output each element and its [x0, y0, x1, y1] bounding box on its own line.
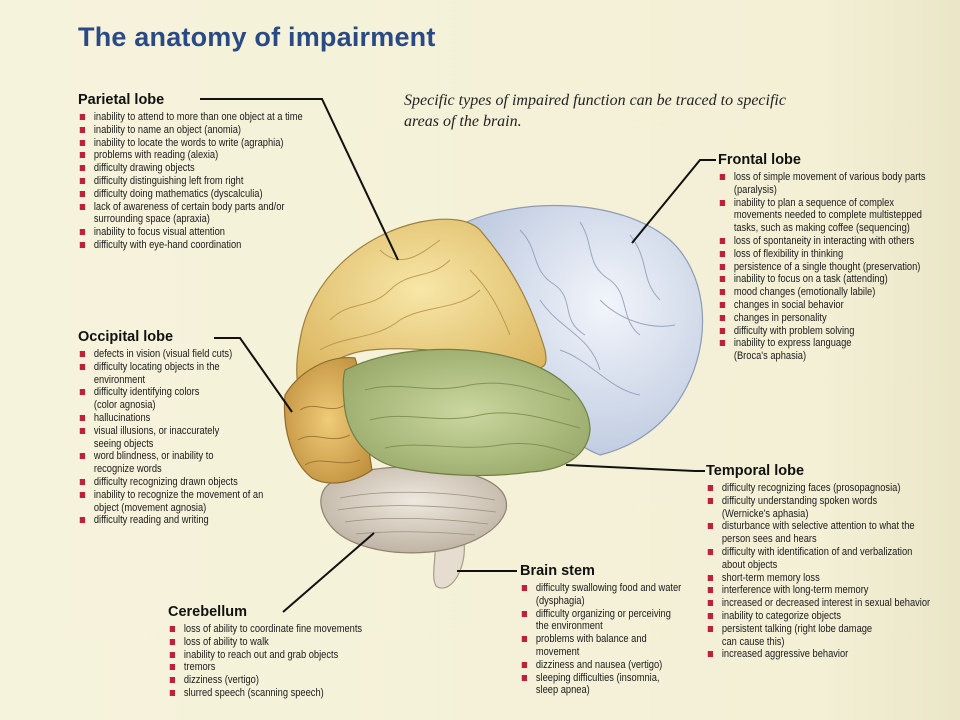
frontal-item: (Broca's aphasia) [733, 350, 807, 363]
frontal-item: persistence of a single thought (preserv… [718, 261, 960, 274]
frontal-item: loss of simple movement of various body … [718, 171, 960, 184]
frontal-item: inability to plan a sequence of complex [718, 197, 960, 210]
temporal-lobe-list: difficulty recognizing faces (prosopagno… [706, 482, 960, 661]
temporal-item: disturbance with selective attention to … [706, 520, 960, 533]
cerebellum-item: loss of ability to coordinate fine movem… [168, 623, 403, 636]
frontal-item: movements needed to complete multisteppe… [733, 209, 922, 222]
frontal-item: tasks, such as making coffee (sequencing… [733, 222, 910, 235]
brain-stem-heading: Brain stem [520, 563, 595, 579]
parietal-item: lack of awareness of certain body parts … [78, 201, 348, 214]
occipital-item: difficulty recognizing drawn objects [78, 476, 303, 489]
occipital-item: (color agnosia) [93, 399, 156, 412]
parietal-lobe-list: inability to attend to more than one obj… [78, 111, 333, 252]
frontal-item: inability to express language [718, 337, 960, 350]
temporal-item: person sees and hears [721, 533, 817, 546]
frontal-item: inability to focus on a task (attending) [718, 273, 960, 286]
temporal-lobe-heading: Temporal lobe [706, 463, 805, 479]
parietal-item: inability to name an object (anomia) [78, 124, 348, 137]
occipital-item: word blindness, or inability to [78, 450, 303, 463]
occipital-lobe-list: defects in vision (visual field cuts)dif… [78, 348, 289, 527]
cerebellum-section: Cerebellum loss of ability to coordinate… [168, 604, 389, 700]
temporal-item: difficulty recognizing faces (prosopagno… [706, 482, 960, 495]
brainstem-item: sleep apnea) [535, 684, 590, 697]
temporal-leader [565, 464, 705, 472]
cerebellum-item: inability to reach out and grab objects [168, 649, 403, 662]
frontal-leader [631, 159, 716, 244]
frontal-item: (paralysis) [733, 183, 777, 196]
temporal-item: difficulty understanding spoken words [706, 495, 960, 508]
frontal-item: changes in personality [718, 312, 960, 325]
cerebellum-item: dizziness (vertigo) [168, 674, 403, 687]
brainstem-item: difficulty organizing or perceiving [520, 608, 718, 621]
occipital-item: environment [93, 373, 146, 386]
frontal-lobe-section: Frontal lobe loss of simple movement of … [718, 152, 954, 363]
temporal-item: about objects [721, 558, 778, 571]
frontal-item: loss of flexibility in thinking [718, 248, 960, 261]
occipital-item: difficulty reading and writing [78, 514, 303, 527]
parietal-lobe-heading: Parietal lobe [78, 92, 165, 108]
brain-stem-section: Brain stem difficulty swallowing food an… [520, 563, 703, 697]
temporal-item: interference with long-term memory [706, 584, 960, 597]
parietal-item: inability to attend to more than one obj… [78, 111, 348, 124]
brainstem-item: movement [535, 645, 580, 658]
parietal-item: difficulty doing mathematics (dyscalculi… [78, 188, 348, 201]
brainstem-item: sleeping difficulties (insomnia, [520, 672, 718, 685]
occipital-lobe-section: Occipital lobe defects in vision (visual… [78, 329, 289, 527]
occipital-item: visual illusions, or inaccurately [78, 425, 303, 438]
intro-caption: Specific types of impaired function can … [404, 92, 786, 130]
parietal-item: difficulty with eye-hand coordination [78, 239, 348, 252]
brainstem-item: problems with balance and [520, 633, 718, 646]
brainstem-item: (dysphagia) [535, 594, 585, 607]
frontal-item: mood changes (emotionally labile) [718, 286, 960, 299]
occipital-item: recognize words [93, 463, 162, 476]
temporal-item: persistent talking (right lobe damage [706, 623, 960, 636]
temporal-item: (Wernicke's aphasia) [721, 507, 809, 520]
temporal-item: can cause this) [721, 635, 785, 648]
occipital-item: inability to recognize the movement of a… [78, 489, 303, 502]
temporal-item: inability to categorize objects [706, 610, 960, 623]
page-title: The anatomy of impairment [78, 22, 436, 52]
occipital-item: object (movement agnosia) [93, 501, 207, 514]
occipital-item: seeing objects [93, 437, 154, 450]
frontal-item: changes in social behavior [718, 299, 960, 312]
parietal-lobe-section: Parietal lobe inability to attend to mor… [78, 92, 333, 252]
occipital-lobe-heading: Occipital lobe [78, 329, 174, 345]
parietal-item: difficulty drawing objects [78, 162, 348, 175]
parietal-item: surrounding space (apraxia) [93, 213, 210, 226]
parietal-item: inability to locate the words to write (… [78, 137, 348, 150]
brainstem-item: dizziness and nausea (vertigo) [520, 659, 718, 672]
frontal-lobe-list: loss of simple movement of various body … [718, 171, 954, 363]
parietal-item: difficulty distinguishing left from righ… [78, 175, 348, 188]
cerebellum-item: slurred speech (scanning speech) [168, 687, 403, 700]
cerebellum-leader [282, 532, 375, 613]
parietal-item: problems with reading (alexia) [78, 149, 348, 162]
cerebellum-item: tremors [168, 661, 403, 674]
temporal-item: increased aggressive behavior [706, 648, 960, 661]
temporal-item: difficulty with identification of and ve… [706, 546, 960, 559]
cerebellum-item: loss of ability to walk [168, 636, 403, 649]
occipital-leader [214, 337, 293, 413]
frontal-item: difficulty with problem solving [718, 325, 960, 338]
temporal-item: increased or decreased interest in sexua… [706, 597, 960, 610]
cerebellum-list: loss of ability to coordinate fine movem… [168, 623, 389, 700]
brain-stem-list: difficulty swallowing food and water(dys… [520, 582, 703, 697]
parietal-leader [200, 98, 399, 261]
temporal-item: short-term memory loss [706, 572, 960, 585]
cerebellum-heading: Cerebellum [168, 604, 247, 620]
occipital-item: defects in vision (visual field cuts) [78, 348, 303, 361]
frontal-lobe-heading: Frontal lobe [718, 152, 801, 168]
temporal-lobe-section: Temporal lobe difficulty recognizing fac… [706, 463, 960, 661]
occipital-item: hallucinations [78, 412, 303, 425]
parietal-item: inability to focus visual attention [78, 226, 348, 239]
occipital-item: difficulty locating objects in the [78, 361, 303, 374]
brainstem-item: difficulty swallowing food and water [520, 582, 718, 595]
frontal-item: loss of spontaneity in interacting with … [718, 235, 960, 248]
occipital-item: difficulty identifying colors [78, 386, 303, 399]
brainstem-item: the environment [535, 620, 603, 633]
